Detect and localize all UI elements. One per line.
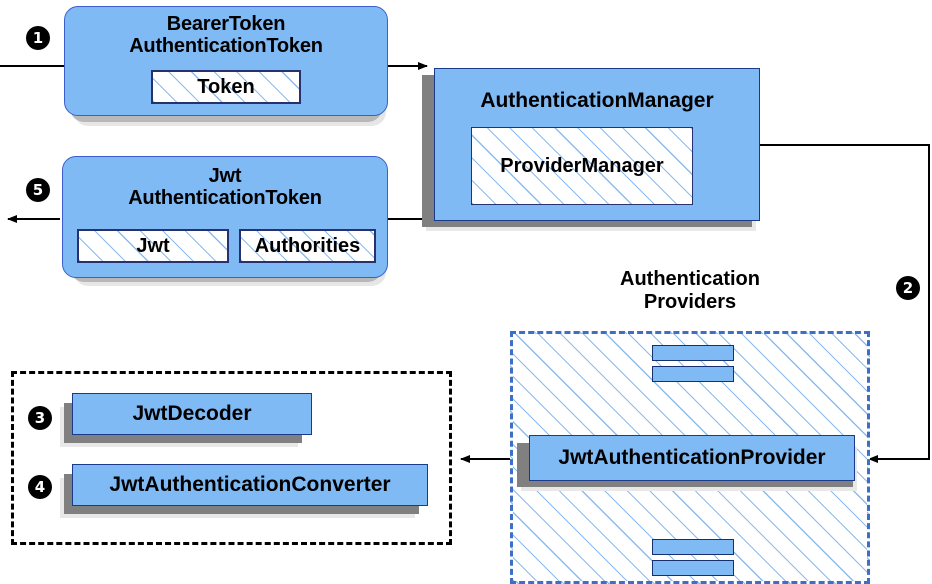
bearer-token-card[interactable]: BearerToken AuthenticationToken Token xyxy=(64,6,388,116)
jwt-token-title-line2: AuthenticationToken xyxy=(128,187,322,210)
step-badge-2: 2 xyxy=(896,276,920,300)
authentication-manager-box[interactable]: AuthenticationManager ProviderManager xyxy=(434,68,760,221)
bearer-token-title: BearerToken AuthenticationToken xyxy=(65,13,387,58)
step-badge-3: 3 xyxy=(28,406,52,430)
bearer-token-title-line2: AuthenticationToken xyxy=(129,35,323,58)
bearer-token-title-line1: BearerToken xyxy=(166,13,286,35)
provider-stub-bottom-2 xyxy=(652,560,734,576)
jwt-decoder-box[interactable]: JwtDecoder xyxy=(72,393,312,435)
jwt-token-title-line1: Jwt xyxy=(208,165,242,187)
jwt-token-slot-authorities[interactable]: Authorities xyxy=(239,229,376,263)
jwt-decoder-label: JwtDecoder xyxy=(132,402,252,425)
step-badge-1: 1 xyxy=(26,26,50,50)
jwt-authentication-provider-box[interactable]: JwtAuthenticationProvider xyxy=(529,435,855,481)
provider-stub-top-2 xyxy=(652,366,734,382)
providers-caption-line1: Authentication xyxy=(620,268,760,290)
jwt-token-slot-jwt[interactable]: Jwt xyxy=(77,229,229,263)
provider-stub-top-1 xyxy=(652,345,734,361)
jwt-token-slot-jwt-label: Jwt xyxy=(136,234,170,257)
jwt-authentication-provider-label: JwtAuthenticationProvider xyxy=(558,446,826,469)
provider-manager-label: ProviderManager xyxy=(500,154,664,177)
providers-group-caption: Authentication Providers xyxy=(560,268,820,314)
jwt-token-card[interactable]: Jwt AuthenticationToken Jwt Authorities xyxy=(62,156,388,278)
bearer-token-slot-label: Token xyxy=(197,75,255,98)
jwt-authentication-converter-label: JwtAuthenticationConverter xyxy=(109,473,391,496)
jwt-token-slot-authorities-label: Authorities xyxy=(254,234,361,257)
jwt-token-title: Jwt AuthenticationToken xyxy=(63,165,387,210)
support-components-group xyxy=(11,371,452,545)
providers-caption-line2: Providers xyxy=(643,291,737,313)
provider-stub-bottom-1 xyxy=(652,539,734,555)
step-badge-5: 5 xyxy=(26,178,50,202)
step-badge-4: 4 xyxy=(28,475,52,499)
jwt-authentication-converter-box[interactable]: JwtAuthenticationConverter xyxy=(72,464,428,506)
provider-manager-slot[interactable]: ProviderManager xyxy=(471,127,693,205)
bearer-token-slot-token[interactable]: Token xyxy=(151,70,301,104)
authentication-manager-title: AuthenticationManager xyxy=(480,89,714,112)
